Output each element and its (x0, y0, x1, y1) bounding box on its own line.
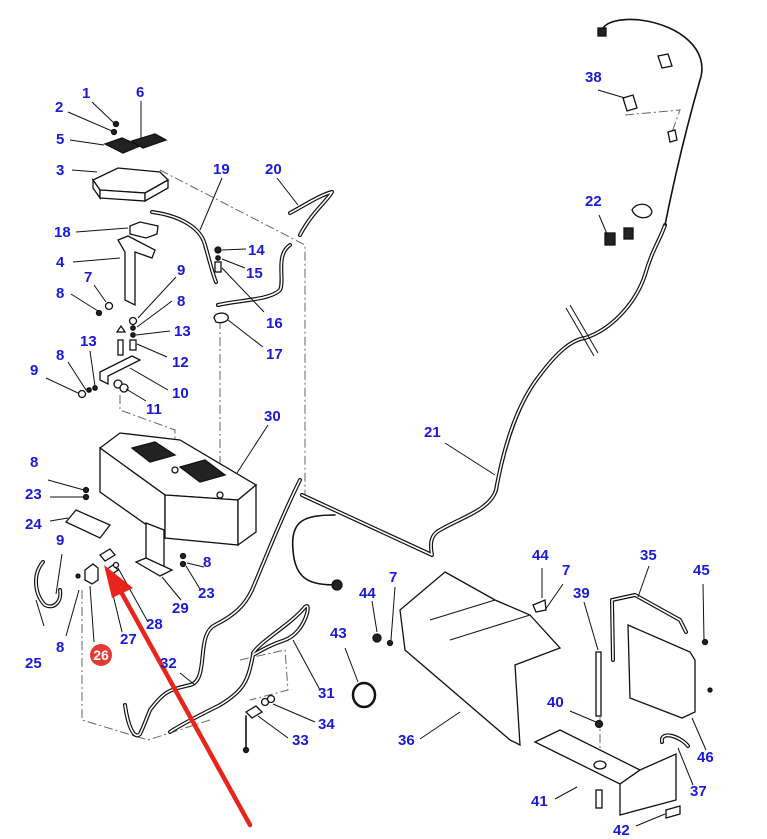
part-10-bracket (99, 355, 142, 386)
callout-3: 3 (56, 162, 64, 179)
battery-cables (150, 190, 334, 324)
callout-37: 37 (690, 783, 707, 800)
lower-cables (123, 478, 394, 754)
callout-12: 12 (172, 354, 189, 371)
callout-5: 5 (56, 131, 64, 148)
callout-34: 34 (318, 716, 335, 733)
part-8-nut (95, 309, 103, 317)
part-4-bracket (117, 235, 156, 307)
callout-39: 39 (573, 585, 590, 602)
part-28-nut (112, 561, 120, 569)
callout-7a: 7 (84, 269, 92, 286)
callout-46: 46 (697, 749, 714, 766)
part-17-terminal (213, 312, 229, 324)
callout-14: 14 (248, 242, 265, 259)
callout-26-highlight[interactable]: 26 (90, 644, 112, 666)
callout-22: 22 (585, 193, 602, 210)
callout-8f: 8 (203, 554, 211, 571)
callout-13b: 13 (80, 333, 97, 350)
callout-7c: 7 (562, 562, 570, 579)
highlight-arrow (104, 565, 253, 828)
callout-42: 42 (613, 822, 630, 839)
callout-28: 28 (146, 616, 163, 633)
callout-31: 31 (318, 685, 335, 702)
part-42-pad (665, 805, 681, 819)
part-2-washer (110, 128, 118, 136)
seat-area-parts (399, 571, 713, 819)
callout-24: 24 (25, 516, 42, 533)
lower-left-parts (34, 486, 187, 609)
callout-17: 17 (266, 346, 283, 363)
part-43-clip (351, 681, 377, 709)
callout-38: 38 (585, 69, 602, 86)
part-24-plate (64, 509, 112, 539)
bracket-group (77, 221, 159, 399)
part-20-cable (288, 190, 334, 237)
part-39-pin (595, 651, 602, 717)
callout-7b: 7 (389, 569, 397, 586)
callout-27: 27 (120, 631, 137, 648)
callout-45: 45 (693, 562, 710, 579)
callout-18: 18 (54, 224, 71, 241)
callout-16: 16 (266, 315, 283, 332)
part-36-seat-box (399, 571, 562, 747)
callout-13a: 13 (174, 323, 191, 340)
callout-labels: 1 2 5 6 3 19 20 18 4 7 8 9 8 13 12 10 11… (25, 69, 714, 839)
callout-20: 20 (265, 161, 282, 178)
part-40-washer (594, 719, 604, 729)
callout-41: 41 (531, 793, 548, 810)
callout-25: 25 (25, 655, 42, 672)
callout-9b: 9 (30, 362, 38, 379)
callout-43: 43 (330, 625, 347, 642)
callout-35: 35 (640, 547, 657, 564)
callout-2: 2 (55, 99, 63, 116)
callout-8a: 8 (56, 285, 64, 302)
callout-8c: 8 (56, 347, 64, 364)
callout-26: 26 (93, 647, 109, 663)
part-21-main-harness (291, 18, 703, 591)
part-30-batteries (98, 432, 258, 547)
callout-44b: 44 (532, 547, 549, 564)
callout-10: 10 (172, 385, 189, 402)
callout-1: 1 (82, 85, 90, 102)
part-27-fuse-holder (99, 548, 116, 562)
callout-32: 32 (160, 655, 177, 672)
part-33-stud (244, 705, 264, 719)
callout-11: 11 (146, 401, 162, 418)
callout-4: 4 (56, 254, 65, 271)
leader-lines (35, 89, 707, 827)
part-25-cable (34, 560, 63, 609)
part-7-nut (104, 301, 114, 311)
callout-23b: 23 (198, 585, 215, 602)
callout-36: 36 (398, 732, 415, 749)
callout-8b: 8 (177, 293, 185, 310)
ecu-stack (92, 120, 170, 203)
callout-15: 15 (246, 265, 263, 282)
callout-30: 30 (264, 408, 281, 425)
callout-21: 21 (424, 424, 441, 441)
part-22-connector (604, 232, 616, 246)
part-38-relay (622, 94, 638, 112)
part-1-screw (112, 120, 120, 128)
callout-29: 29 (172, 600, 189, 617)
callout-9c: 9 (56, 532, 64, 549)
callout-8e: 8 (56, 639, 64, 656)
callout-23a: 23 (25, 486, 42, 503)
part-26-relay-bracket (84, 563, 99, 585)
callout-19: 19 (213, 161, 230, 178)
part-18-plate (129, 221, 159, 239)
part-6-connector-plate (130, 133, 168, 149)
callout-44a: 44 (359, 585, 376, 602)
part-41-base-bracket (533, 729, 642, 785)
part-46-cover (627, 623, 696, 719)
highlight-badge (90, 644, 112, 666)
callout-33: 33 (292, 732, 309, 749)
callout-40: 40 (547, 694, 564, 711)
callout-9a: 9 (177, 262, 185, 279)
callout-8d: 8 (30, 454, 38, 471)
callout-6: 6 (136, 84, 144, 101)
